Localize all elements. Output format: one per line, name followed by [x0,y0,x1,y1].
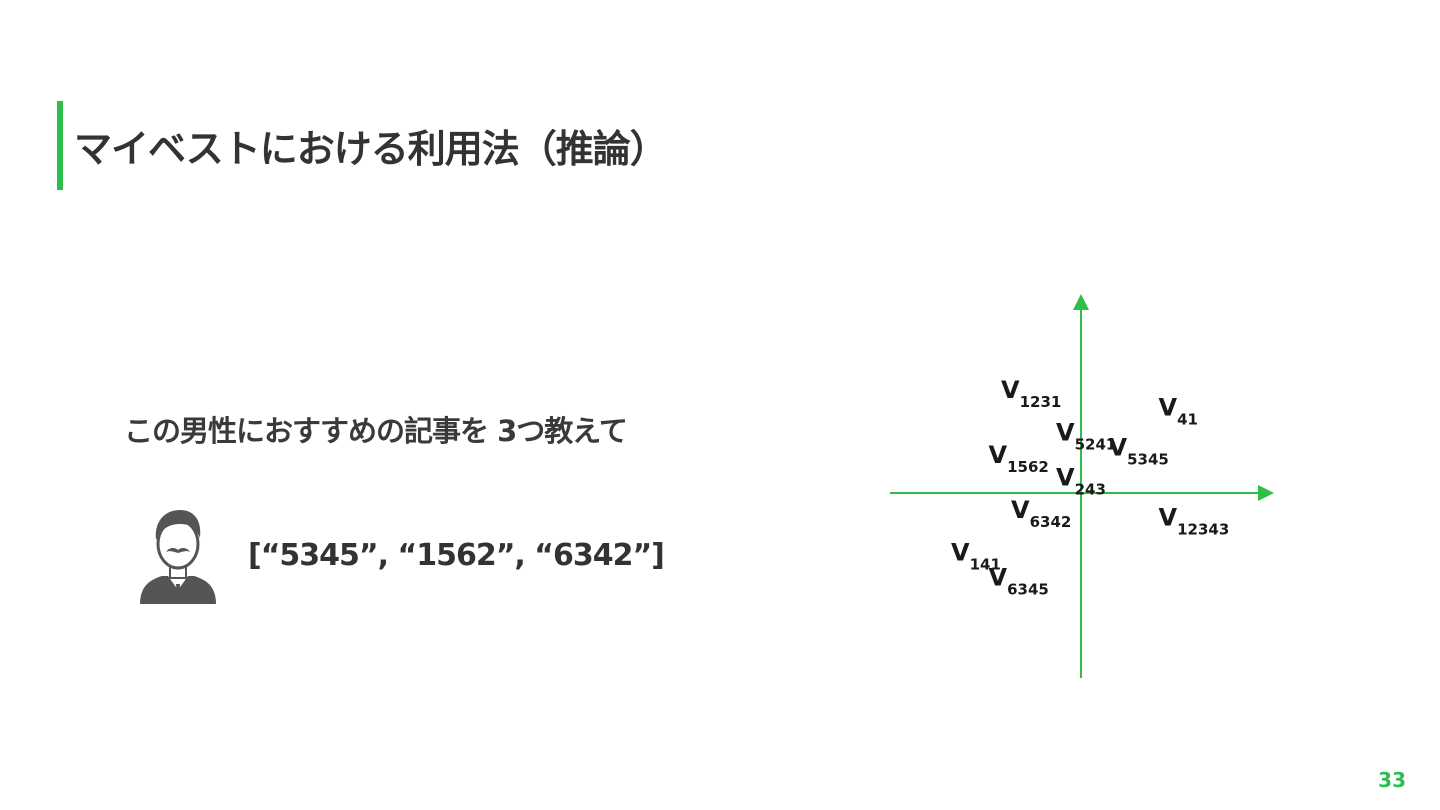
vector-label: V5345 [1109,434,1169,469]
vector-label: V5241 [1056,419,1116,454]
answer-text: [“5345”, “1562”, “6342”] [248,538,665,573]
vector-label: V1231 [1001,376,1061,411]
vector-label: V12343 [1159,504,1230,539]
question-text: この男性におすすめの記事を 3つ教えて [124,414,628,448]
page-number: 33 [1378,768,1406,792]
vector-label: V141 [951,539,1001,574]
slide-title: マイベストにおける利用法（推論） [74,127,668,171]
vector-label: V6345 [989,564,1049,599]
title-accent-bar [57,101,63,190]
vector-label: V243 [1056,464,1106,499]
vector-label: V6342 [1011,496,1071,531]
vector-label: V1562 [989,441,1049,476]
man-with-mustache-icon [140,510,216,604]
vector-label: V41 [1159,394,1198,429]
